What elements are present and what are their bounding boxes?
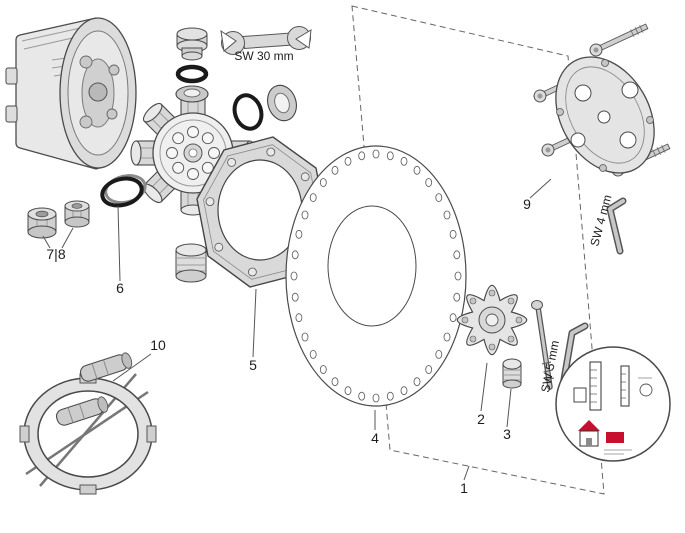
leader-line-10 [112, 353, 152, 382]
seal-ring-pair [232, 84, 297, 131]
leader-lines [42, 178, 552, 481]
part-label-7-8: 7|8 [46, 246, 65, 262]
wrench-icon [220, 26, 312, 55]
leader-line-3 [506, 388, 512, 428]
leader-line-9 [529, 178, 552, 199]
leader-line-1 [463, 465, 470, 481]
part-label-10: 10 [150, 337, 166, 353]
house-roof-icon [578, 420, 600, 431]
housing-tab [5, 67, 18, 85]
leader-line-5 [252, 288, 257, 358]
housing-center-bore [88, 82, 108, 102]
part-label-9: 9 [523, 196, 531, 212]
part-label-5: 5 [249, 357, 257, 373]
allen-key-4-icon [606, 197, 627, 255]
part-label-2: 2 [477, 411, 485, 427]
thread-adapter-stack [175, 27, 209, 103]
mounting-plate-9 [531, 20, 672, 179]
seal-disc-center-opening [327, 205, 417, 327]
o-ring [232, 93, 264, 131]
leader-line-8 [61, 227, 74, 249]
tool-handle-pin [79, 352, 133, 382]
seal-disc-holes [290, 149, 462, 403]
badge-accent-block [606, 432, 624, 443]
screw-icon [587, 20, 650, 59]
tool-handle-pin [55, 396, 109, 426]
wrench-size-label: SW 30 mm [234, 49, 293, 63]
leader-line-6 [117, 205, 121, 282]
part-label-4: 4 [371, 430, 379, 446]
union-nut-8 [64, 200, 90, 228]
o-ring [175, 64, 209, 84]
leader-line-2 [480, 362, 488, 412]
part-labels: 7|8 6 5 4 10 1 2 3 9 [46, 196, 531, 496]
part-label-1: 1 [460, 480, 468, 496]
seal-disc-4 [285, 145, 467, 407]
basic-body-housing [5, 17, 137, 170]
dashed-install-boundary [351, 5, 605, 495]
plug-3 [502, 358, 522, 389]
part-label-6: 6 [116, 280, 124, 296]
protective-cap [175, 243, 207, 283]
instruction-badge [555, 346, 671, 462]
housing-tab [5, 105, 18, 123]
carrier-star-2 [456, 284, 528, 356]
installation-tool-10 [19, 352, 157, 495]
o-ring-6 [100, 174, 147, 208]
union-nut-7 [27, 207, 57, 239]
fixing-screw [531, 300, 555, 390]
leader-line-7 [42, 235, 51, 249]
part-label-3: 3 [503, 426, 511, 442]
